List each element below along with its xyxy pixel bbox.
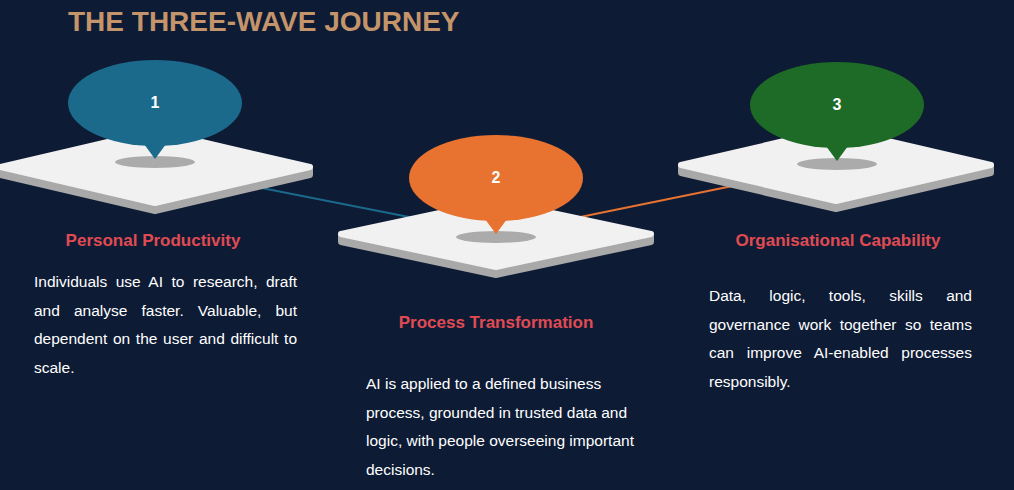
number-bubble: 1	[65, 58, 245, 162]
wave-description: Data, logic, tools, skills and governanc…	[709, 282, 972, 396]
wave-description: Individuals use AI to research, draft an…	[34, 268, 297, 382]
connector-line	[575, 182, 753, 218]
number-bubble: 2	[406, 133, 586, 237]
number-bubble: 3	[747, 60, 927, 164]
wave-number: 3	[747, 95, 927, 115]
wave-number: 1	[65, 93, 245, 113]
wave-heading: Organisational Capability	[688, 230, 988, 252]
wave-platform: 1Personal ProductivityIndividuals use AI…	[0, 131, 310, 211]
wave-platform: 3Organisational CapabilityData, logic, t…	[681, 129, 991, 209]
wave-heading: Process Transformation	[346, 312, 646, 334]
connector-line	[239, 183, 415, 218]
wave-number: 2	[406, 168, 586, 188]
wave-description: AI is applied to a defined business proc…	[366, 370, 641, 484]
wave-heading: Personal Productivity	[3, 230, 303, 252]
diagram-title: THE THREE-WAVE JOURNEY	[68, 4, 460, 40]
wave-platform: 2Process TransformationAI is applied to …	[341, 201, 651, 275]
